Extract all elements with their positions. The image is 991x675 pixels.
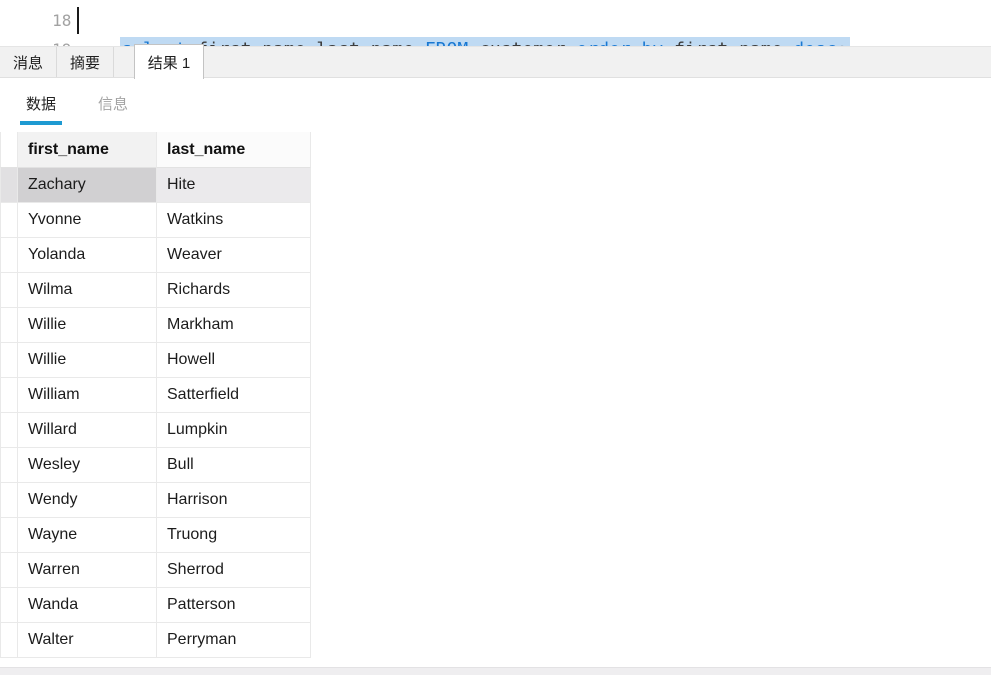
line-number: 19 (43, 35, 71, 46)
grid-cell-first_name[interactable]: Zachary (18, 168, 157, 203)
header-row-selector[interactable] (0, 132, 18, 168)
sql-text: ; (837, 39, 848, 46)
grid-cell-first_name[interactable]: Wayne (18, 518, 157, 553)
editor-line-19: 19 select first_name,last_name FROM custo… (0, 5, 991, 46)
sql-text: customer (468, 39, 576, 46)
grid-cell-last_name[interactable]: Satterfield (157, 378, 311, 413)
sql-editor[interactable]: 18 19 select first_name,last_name FROM cu… (0, 0, 991, 47)
grid-cell-first_name[interactable]: Warren (18, 553, 157, 588)
sql-keyword: select (121, 39, 186, 46)
subtab-info[interactable]: 信息 (98, 96, 129, 113)
row-selector[interactable] (0, 168, 18, 203)
column-header-last-name[interactable]: last_name (157, 132, 311, 168)
grid-cell-first_name[interactable]: Walter (18, 623, 157, 658)
grid-cell-last_name[interactable]: Weaver (157, 238, 311, 273)
grid-cell-last_name[interactable]: Patterson (157, 588, 311, 623)
grid-cell-first_name[interactable]: Willard (18, 413, 157, 448)
sql-text: first_name,last_name (186, 39, 424, 46)
row-selector[interactable] (0, 413, 18, 448)
grid-cell-first_name[interactable]: Willie (18, 308, 157, 343)
grid-cell-first_name[interactable]: Yvonne (18, 203, 157, 238)
grid-cell-last_name[interactable]: Perryman (157, 623, 311, 658)
horizontal-scrollbar[interactable] (0, 667, 991, 675)
grid-cell-last_name[interactable]: Richards (157, 273, 311, 308)
sql-keyword: order by (577, 39, 664, 46)
grid-cell-first_name[interactable]: Wesley (18, 448, 157, 483)
tab-messages[interactable]: 消息 (0, 47, 57, 77)
grid-cell-last_name[interactable]: Bull (157, 448, 311, 483)
tab-summary[interactable]: 摘要 (57, 47, 114, 77)
grid-cell-last_name[interactable]: Markham (157, 308, 311, 343)
grid-cell-first_name[interactable]: Wilma (18, 273, 157, 308)
tab-result-1[interactable]: 结果 1 (134, 44, 204, 79)
row-selector[interactable] (0, 343, 18, 378)
grid-cell-last_name[interactable]: Sherrod (157, 553, 311, 588)
result-sub-tabs: 数据 信息 (0, 78, 991, 132)
grid-cell-last_name[interactable]: Truong (157, 518, 311, 553)
grid-header-row: first_name last_name (0, 132, 311, 168)
sql-keyword: desc (793, 39, 836, 46)
row-selector[interactable] (0, 483, 18, 518)
subtab-data[interactable]: 数据 (20, 93, 63, 125)
row-selector[interactable] (0, 238, 18, 273)
grid-cell-last_name[interactable]: Hite (157, 168, 311, 203)
grid-cell-first_name[interactable]: Wendy (18, 483, 157, 518)
row-selector[interactable] (0, 588, 18, 623)
grid-cell-first_name[interactable]: Yolanda (18, 238, 157, 273)
row-selector[interactable] (0, 203, 18, 238)
grid-cell-last_name[interactable]: Lumpkin (157, 413, 311, 448)
sql-text: first_name (663, 39, 793, 46)
result-tab-bar: 消息 摘要 结果 1 (0, 44, 991, 79)
row-selector[interactable] (0, 553, 18, 588)
editor-line-18: 18 (0, 0, 991, 30)
line-number: 18 (52, 11, 72, 30)
row-selector[interactable] (0, 273, 18, 308)
row-selector[interactable] (0, 623, 18, 658)
sql-statement[interactable]: select first_name,last_name FROM custome… (120, 37, 850, 46)
row-selector[interactable] (0, 378, 18, 413)
text-cursor (77, 7, 79, 34)
grid-cell-last_name[interactable]: Watkins (157, 203, 311, 238)
grid-cell-first_name[interactable]: William (18, 378, 157, 413)
row-selector[interactable] (0, 448, 18, 483)
row-selector[interactable] (0, 308, 18, 343)
column-header-first-name[interactable]: first_name (18, 132, 157, 168)
grid-cell-first_name[interactable]: Willie (18, 343, 157, 378)
grid-cell-first_name[interactable]: Wanda (18, 588, 157, 623)
grid-cell-last_name[interactable]: Howell (157, 343, 311, 378)
sql-keyword: FROM (425, 39, 468, 46)
grid-cell-last_name[interactable]: Harrison (157, 483, 311, 518)
row-selector[interactable] (0, 518, 18, 553)
